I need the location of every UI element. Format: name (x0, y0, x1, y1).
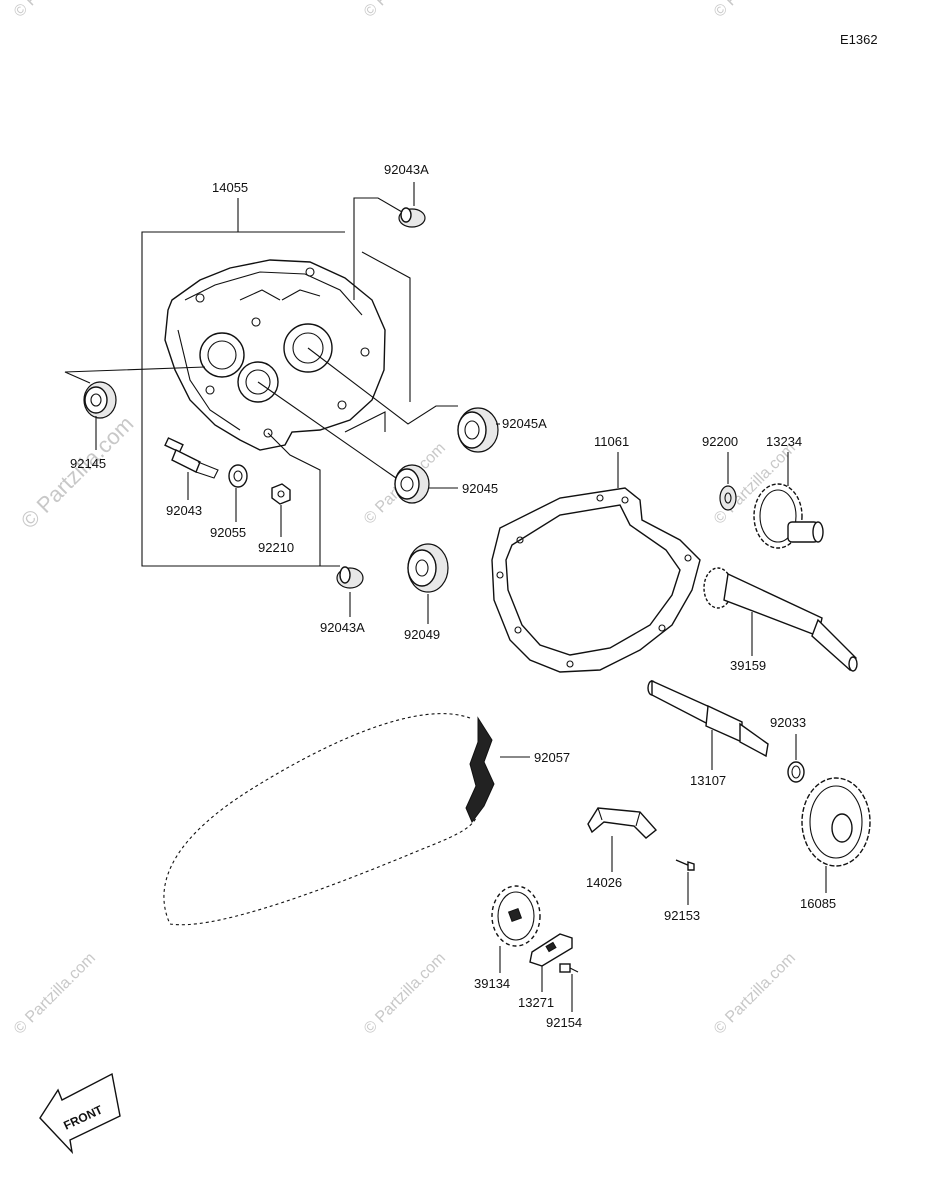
watermark-large: © Partzilla.com (16, 411, 139, 534)
oil-seal-92145[interactable] (83, 381, 117, 419)
front-arrow: FRONT (39, 1072, 121, 1155)
label-92045: 92045 (462, 481, 498, 496)
label-11061: 11061 (594, 434, 629, 449)
label-92055: 92055 (210, 525, 246, 540)
watermark: © Partzilla.com (11, 0, 99, 21)
bearing-92045[interactable] (394, 464, 430, 504)
bearing-92045a[interactable] (457, 407, 499, 453)
washer-92200[interactable] (719, 485, 737, 511)
collar-92043a-top[interactable] (398, 207, 426, 228)
label-92043a-top: 92043A (384, 162, 429, 177)
watermark: © Partzilla.com (11, 950, 99, 1038)
watermark: © Partzilla.com (361, 950, 449, 1038)
shaft-13107[interactable] (647, 679, 769, 758)
bolt-92153[interactable] (675, 859, 695, 871)
label-92057: 92057 (534, 750, 570, 765)
watermark: © Partzilla.com (711, 950, 799, 1038)
label-39159: 39159 (730, 658, 766, 673)
label-13107: 13107 (690, 773, 726, 788)
diagram-code: E1362 (840, 32, 878, 47)
label-92043a-bottom: 92043A (320, 620, 365, 635)
label-92200: 92200 (702, 434, 738, 449)
label-39134: 39134 (474, 976, 510, 991)
label-92043: 92043 (166, 503, 202, 518)
label-92045a: 92045A (502, 416, 547, 431)
label-13234: 13234 (766, 434, 802, 449)
circlip-92033[interactable] (787, 761, 805, 783)
label-92049: 92049 (404, 627, 440, 642)
chain-92057[interactable] (163, 713, 495, 926)
case-14055[interactable] (164, 259, 386, 451)
watermarks: © Partzilla.com © Partzilla.com © Partzi… (11, 0, 799, 1038)
sprocket-39134[interactable] (491, 885, 541, 947)
watermark: © Partzilla.com (711, 0, 799, 21)
gasket-11061[interactable] (491, 487, 701, 673)
label-13271: 13271 (518, 995, 554, 1010)
label-92153: 92153 (664, 908, 700, 923)
washer-92055[interactable] (228, 464, 248, 488)
label-14026: 14026 (586, 875, 622, 890)
label-92154: 92154 (546, 1015, 582, 1030)
bolt-92043[interactable] (164, 437, 219, 479)
oil-seal-92049[interactable] (407, 543, 449, 593)
label-92033: 92033 (770, 715, 806, 730)
collar-92043a-bottom[interactable] (336, 566, 364, 589)
label-14055: 14055 (212, 180, 248, 195)
nut-92210[interactable] (271, 483, 291, 505)
shaft-39159[interactable] (703, 567, 858, 672)
watermark: © Partzilla.com (361, 0, 449, 21)
gear-13234[interactable] (753, 483, 824, 549)
label-92145: 92145 (70, 456, 106, 471)
label-16085: 16085 (800, 896, 836, 911)
bolt-92154[interactable] (559, 963, 579, 973)
chain-guide-14026[interactable] (587, 807, 658, 839)
label-92210: 92210 (258, 540, 294, 555)
plate-13271[interactable] (529, 933, 573, 967)
gear-16085[interactable] (801, 777, 871, 867)
case-bracket (141, 198, 345, 567)
